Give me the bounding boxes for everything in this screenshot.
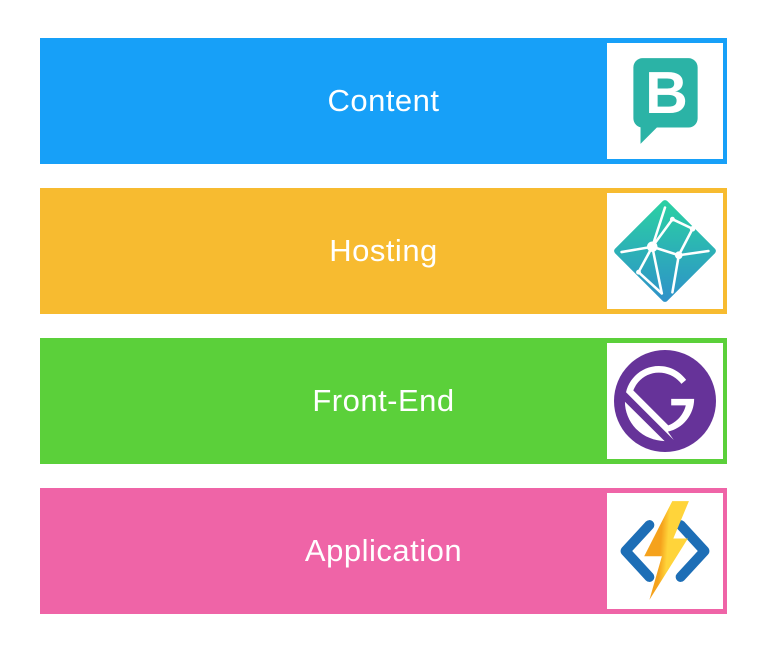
- gatsby-logo-svg: [614, 350, 716, 452]
- gatsby-icon: [607, 343, 723, 459]
- gatsby-circle: [614, 350, 716, 452]
- layer-label-hosting: Hosting: [329, 233, 438, 268]
- layer-bar-front-end: Front-End: [40, 338, 727, 464]
- storyblok-icon: B: [607, 43, 723, 159]
- storyblok-letter: B: [645, 59, 688, 126]
- gatsby-g-mark: [624, 366, 695, 442]
- layer-label-front-end: Front-End: [312, 383, 455, 418]
- azure-right-bracket: [675, 520, 710, 582]
- azure-lightning-bolt: [644, 501, 689, 600]
- netlify-logo-svg: [614, 200, 716, 302]
- azure-functions-logo-svg: [620, 501, 710, 600]
- storyblok-logo-svg: B: [633, 58, 698, 144]
- layer-label-application: Application: [304, 533, 463, 568]
- netlify-crack-nodes: [636, 216, 696, 275]
- jamstack-layers-diagram: Content B Hosting: [40, 38, 727, 638]
- storyblok-bubble-tail: [640, 123, 661, 144]
- layer-bar-application: Application: [40, 488, 727, 614]
- layer-bar-hosting: Hosting: [40, 188, 727, 314]
- storyblok-bubble: [633, 58, 698, 128]
- azure-left-bracket: [620, 520, 655, 582]
- layer-label-content: Content: [327, 83, 440, 118]
- netlify-icon: [607, 193, 723, 309]
- layer-bar-content: Content B: [40, 38, 727, 164]
- azure-functions-icon: [607, 493, 723, 609]
